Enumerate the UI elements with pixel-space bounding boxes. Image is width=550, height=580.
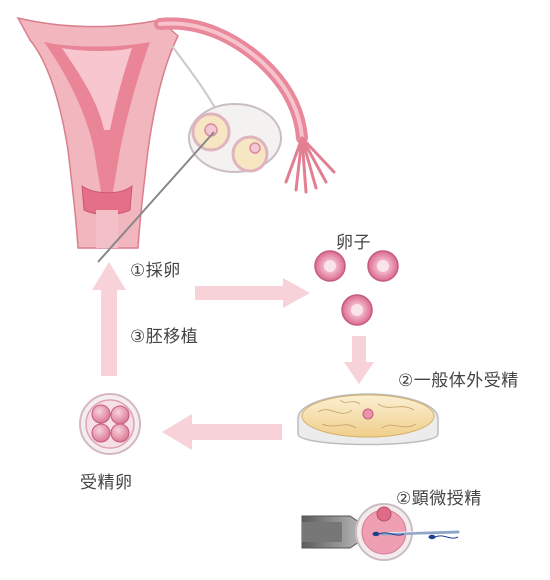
fertilized-egg: [79, 393, 141, 455]
egg-retrieval-label: ①採卵: [130, 261, 181, 281]
arrow-retrieval-to-eggs: [195, 278, 310, 308]
arrow-eggs-to-dish: [344, 336, 374, 384]
uterus-illustration: [16, 16, 336, 263]
arrow-embryo-to-uterus: [92, 262, 126, 376]
eggs-label: 卵子: [336, 233, 371, 253]
icsi-illustration: [301, 503, 460, 561]
egg-cell: [314, 250, 346, 282]
egg-cell: [367, 250, 399, 282]
fertilized-egg-label: 受精卵: [80, 473, 133, 493]
conventional-ivf-label: ②一般体外受精: [398, 371, 519, 391]
embryo-transfer-label: ③胚移植: [130, 327, 199, 347]
arrow-dish-to-embryo: [162, 414, 282, 450]
egg-cell: [341, 294, 373, 326]
icsi-label: ②顕微授精: [396, 489, 482, 509]
petri-dish: [297, 393, 439, 446]
